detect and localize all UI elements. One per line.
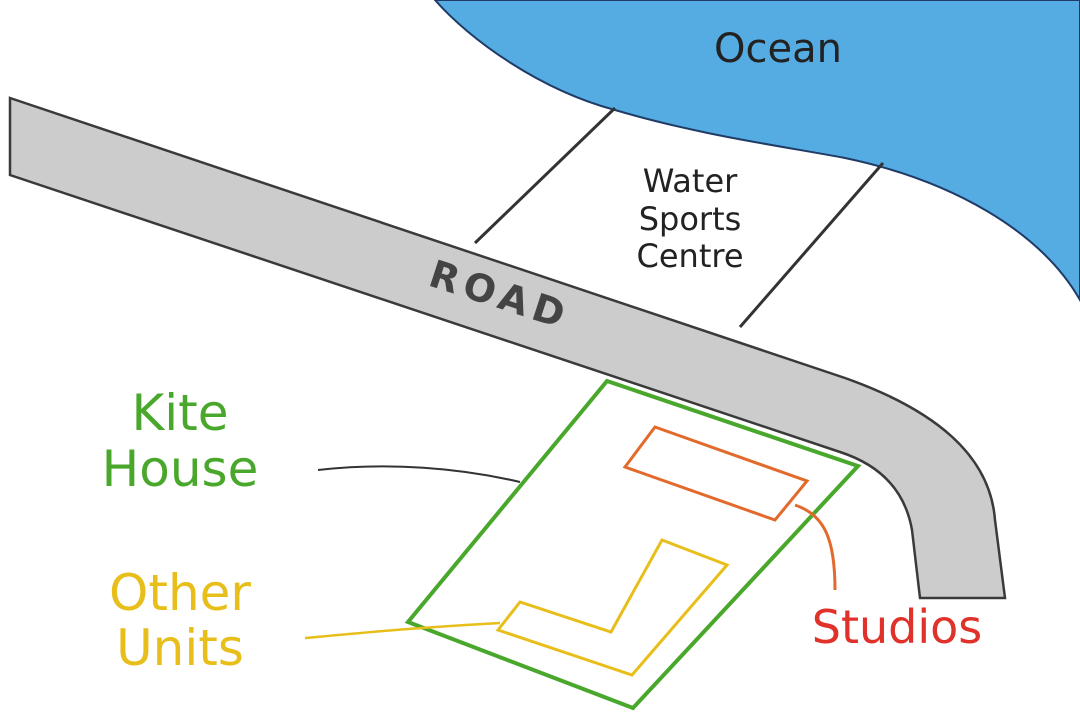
- water-sports-label-line1: Water: [643, 162, 738, 200]
- water-sports-label-line2: Sports: [639, 200, 742, 238]
- other-units-label-line1: Other: [109, 564, 251, 622]
- kite-house-label-line2: House: [102, 440, 259, 498]
- water-sports-boundary-right: [738, 162, 885, 328]
- studios-leader-line: [794, 503, 837, 591]
- studios-block: [622, 425, 810, 522]
- other-units-label-line2: Units: [116, 619, 244, 677]
- kite-house-leader-line: [317, 465, 521, 483]
- studios-label: Studios: [812, 600, 982, 654]
- ocean-label: Ocean: [714, 26, 842, 72]
- water-sports-boundary-left: [473, 106, 617, 245]
- ocean-area: [433, 0, 1080, 303]
- other-units-block: [495, 538, 730, 677]
- road: [8, 96, 1007, 600]
- kite-house-label-line1: Kite: [131, 384, 228, 442]
- kite-house-plot: [404, 378, 862, 711]
- water-sports-label-line3: Centre: [637, 237, 744, 275]
- other-units-leader-line: [304, 621, 501, 640]
